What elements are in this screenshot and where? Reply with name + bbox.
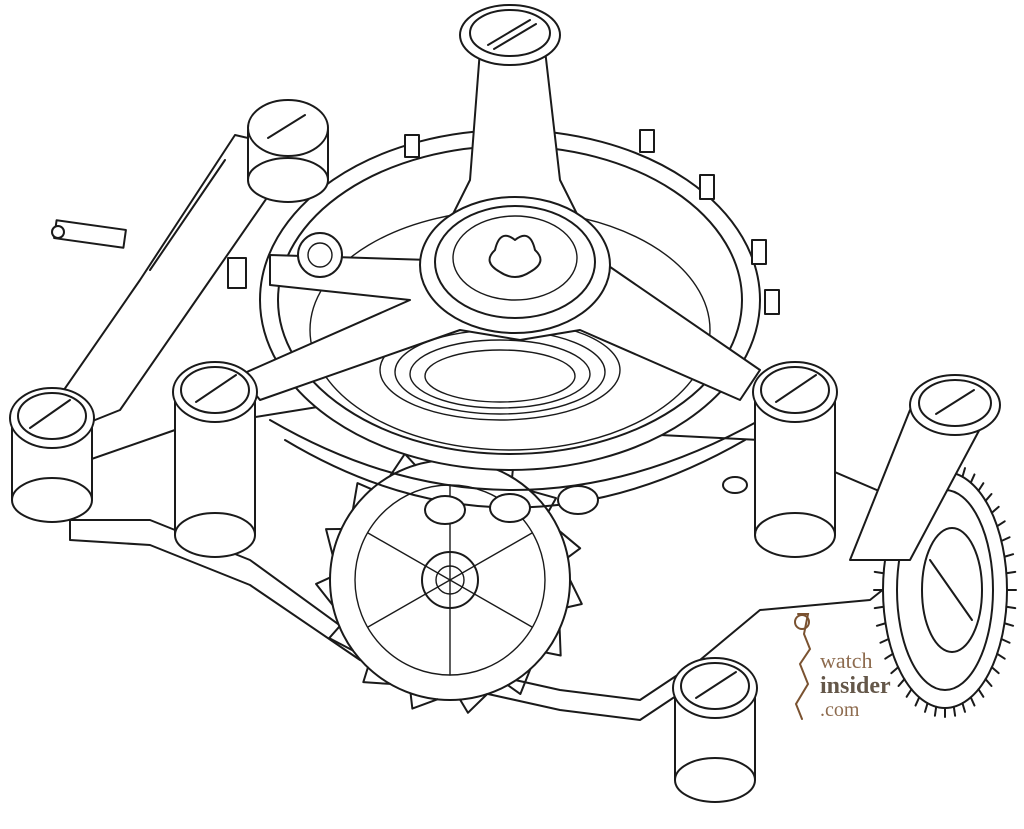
watermark-logo: watch insider .com [780,604,900,734]
bottom-right-pillar [672,657,758,803]
center-left-pillar [172,361,258,558]
right-bridge-arm [849,374,1001,561]
gear-tooth [1003,553,1015,558]
gear-tooth [897,678,906,687]
left-pillar [9,387,95,523]
gear-tooth [1000,536,1011,542]
gear-tooth [977,688,985,698]
gear-tooth [996,520,1006,528]
gear-tooth [879,638,890,644]
escape-tooth [506,668,532,696]
carriage-ring-tabs [227,129,780,315]
screw-top-left [247,99,329,203]
gear-tooth [984,493,993,502]
watermark-figure-icon [794,613,812,720]
gear-tooth [961,702,967,713]
gear-tooth [873,570,885,575]
gear-tooth [890,666,900,675]
gear-tooth [1003,622,1015,627]
gear-tooth [1000,638,1011,644]
watermark-line-1: watch [820,648,873,673]
escape-tooth [315,576,334,606]
gear-tooth [990,505,1000,514]
escape-tooth [565,579,583,609]
gear-tooth [1005,570,1017,575]
gear-tooth [961,467,967,478]
escape-tooth [325,527,343,557]
watermark-line-3: .com [820,699,860,721]
gear-tooth [873,605,885,610]
right-pillar [752,361,838,558]
gear-tooth [969,696,976,707]
gear-tooth [884,652,894,660]
gear-tooth [977,482,985,492]
screw-top [459,4,561,66]
gear-tooth [933,705,938,717]
gear-tooth [923,702,929,713]
escape-tooth [351,482,373,511]
escape-tooth [328,625,354,652]
escape-tooth [529,489,558,513]
gear-tooth [914,696,921,707]
gear-tooth [969,473,976,484]
escape-tooth [459,693,489,714]
gear-tooth [952,705,957,717]
ring-screws [424,476,748,525]
gear-tooth [1005,605,1017,610]
escape-tooth [544,627,562,657]
gear-tooth [984,678,993,687]
gear-tooth [875,622,887,627]
gear-tooth [996,652,1006,660]
central-hub [419,196,611,334]
gear-tooth [990,666,1000,675]
escape-tooth [362,666,391,685]
escape-tooth [409,692,439,710]
escape-tooth [558,530,582,559]
watermark-line-2: insider [820,673,891,699]
gear-tooth [905,688,913,698]
